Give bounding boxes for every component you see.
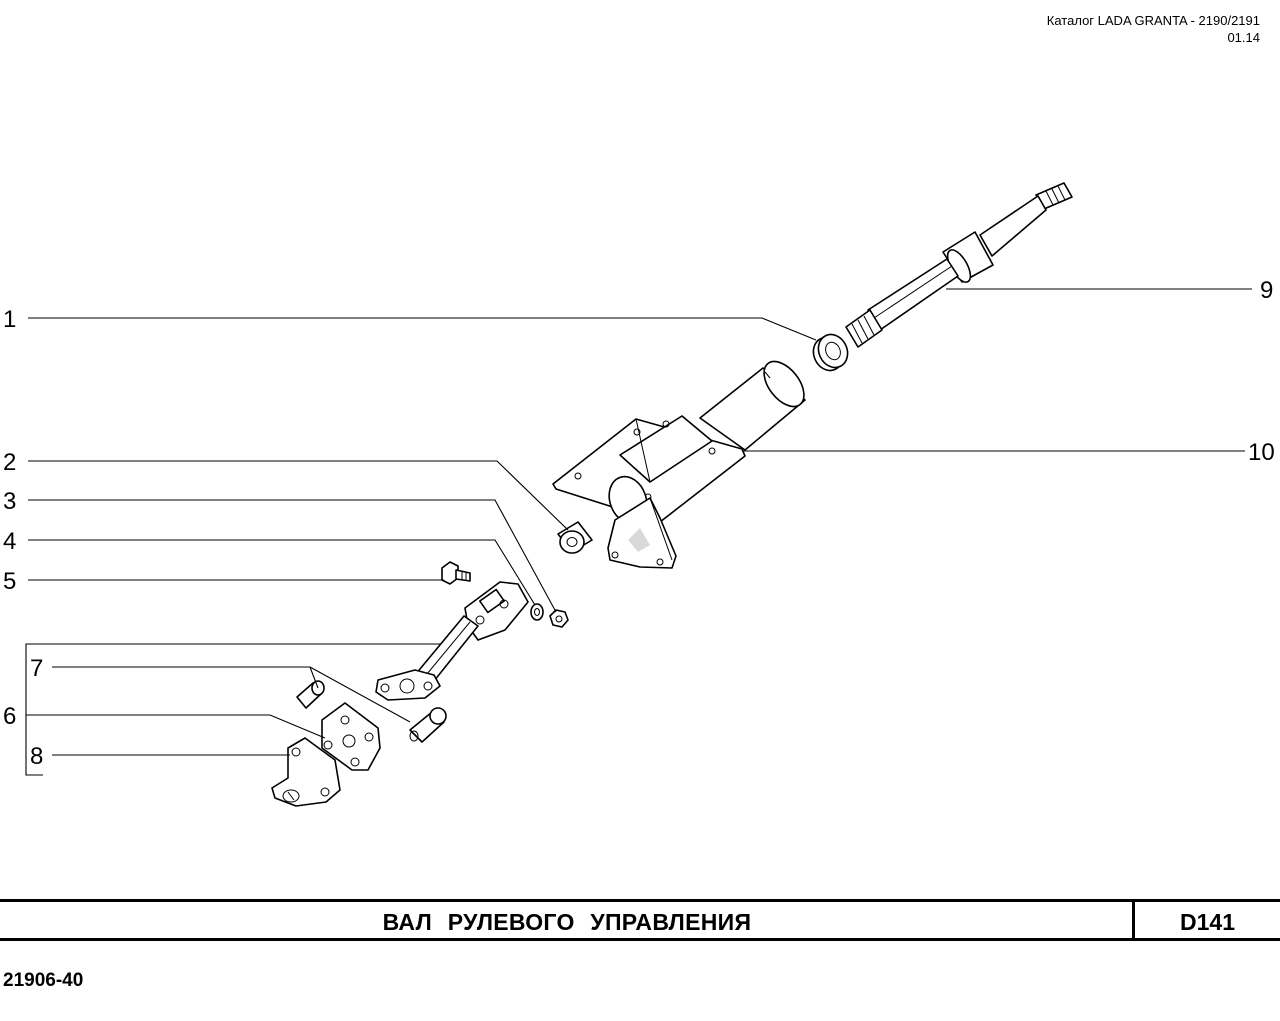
bolt-part[interactable] [441, 561, 471, 585]
page-title: ВАЛ РУЛЕВОГО УПРАВЛЕНИЯ [382, 909, 752, 935]
intermediate-shaft-part[interactable] [375, 581, 529, 701]
bushing-part[interactable] [557, 521, 593, 554]
callout-7: 7 [30, 655, 43, 682]
callout-3: 3 [3, 488, 16, 515]
page-code: D141 [1180, 909, 1235, 935]
leader-line-2 [28, 460, 569, 531]
leader-line-7 [52, 666, 319, 689]
callout-4: 4 [3, 528, 16, 555]
leader-line-6b [26, 714, 326, 739]
leader-line-7b [309, 666, 411, 723]
steering-shaft-diagram: 1 2 3 4 5 6 7 8 9 10 [3, 182, 1275, 807]
washer-part[interactable] [530, 603, 544, 621]
catalog-header: Каталог LADA GRANTA - 2190/2191 01.14 [1047, 12, 1260, 46]
callout-2: 2 [3, 449, 16, 476]
callout-8: 8 [30, 743, 43, 770]
callout-6: 6 [3, 703, 16, 730]
bearing-part[interactable] [808, 330, 853, 376]
leader-line-3 [28, 499, 557, 613]
catalog-edition: 01.14 [1227, 30, 1260, 45]
title-bar: ВАЛ РУЛЕВОГО УПРАВЛЕНИЯ D141 [0, 899, 1280, 941]
callout-5: 5 [3, 568, 16, 595]
coupling-disc-part[interactable] [321, 702, 381, 771]
leader-line-1 [28, 317, 817, 341]
nut-part[interactable] [549, 609, 569, 628]
catalog-title: Каталог LADA GRANTA - 2190/2191 [1046, 13, 1260, 28]
pin-part[interactable] [296, 680, 447, 743]
callout-1: 1 [3, 306, 16, 333]
callout-9: 9 [1260, 277, 1273, 304]
leader-line-4 [28, 539, 536, 606]
callout-10: 10 [1248, 439, 1275, 466]
steering-shaft-part[interactable] [845, 182, 1073, 348]
document-number: 21906-40 [3, 970, 84, 991]
title-divider [1132, 902, 1135, 938]
steering-column-tube-part[interactable] [552, 354, 812, 569]
